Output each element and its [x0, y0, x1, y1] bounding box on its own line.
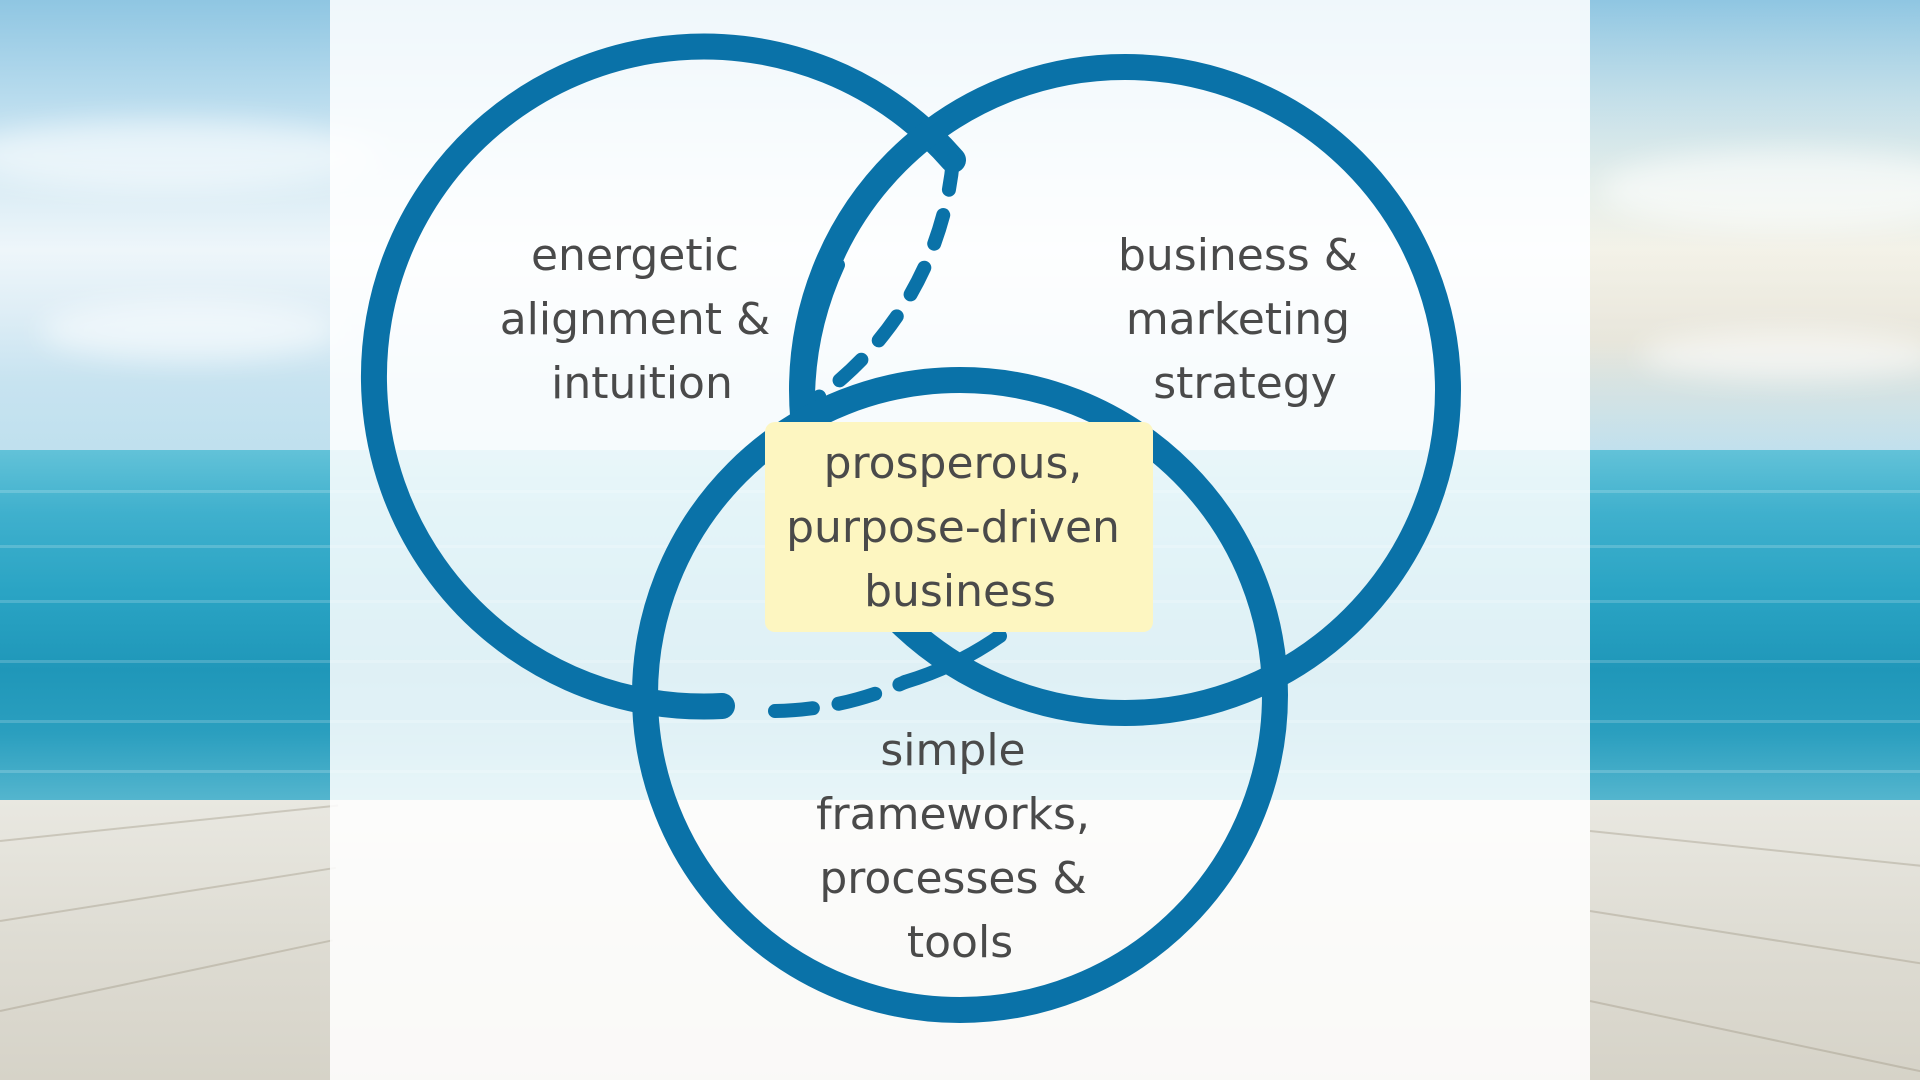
label-simple-frameworks: simple frameworks, processes & tools	[816, 725, 1104, 968]
label-business-marketing: business & marketing strategy	[1118, 230, 1372, 409]
venn-circle-dashed-segment	[775, 682, 905, 711]
label-energetic-alignment: energetic alignment & intuition	[500, 230, 785, 409]
